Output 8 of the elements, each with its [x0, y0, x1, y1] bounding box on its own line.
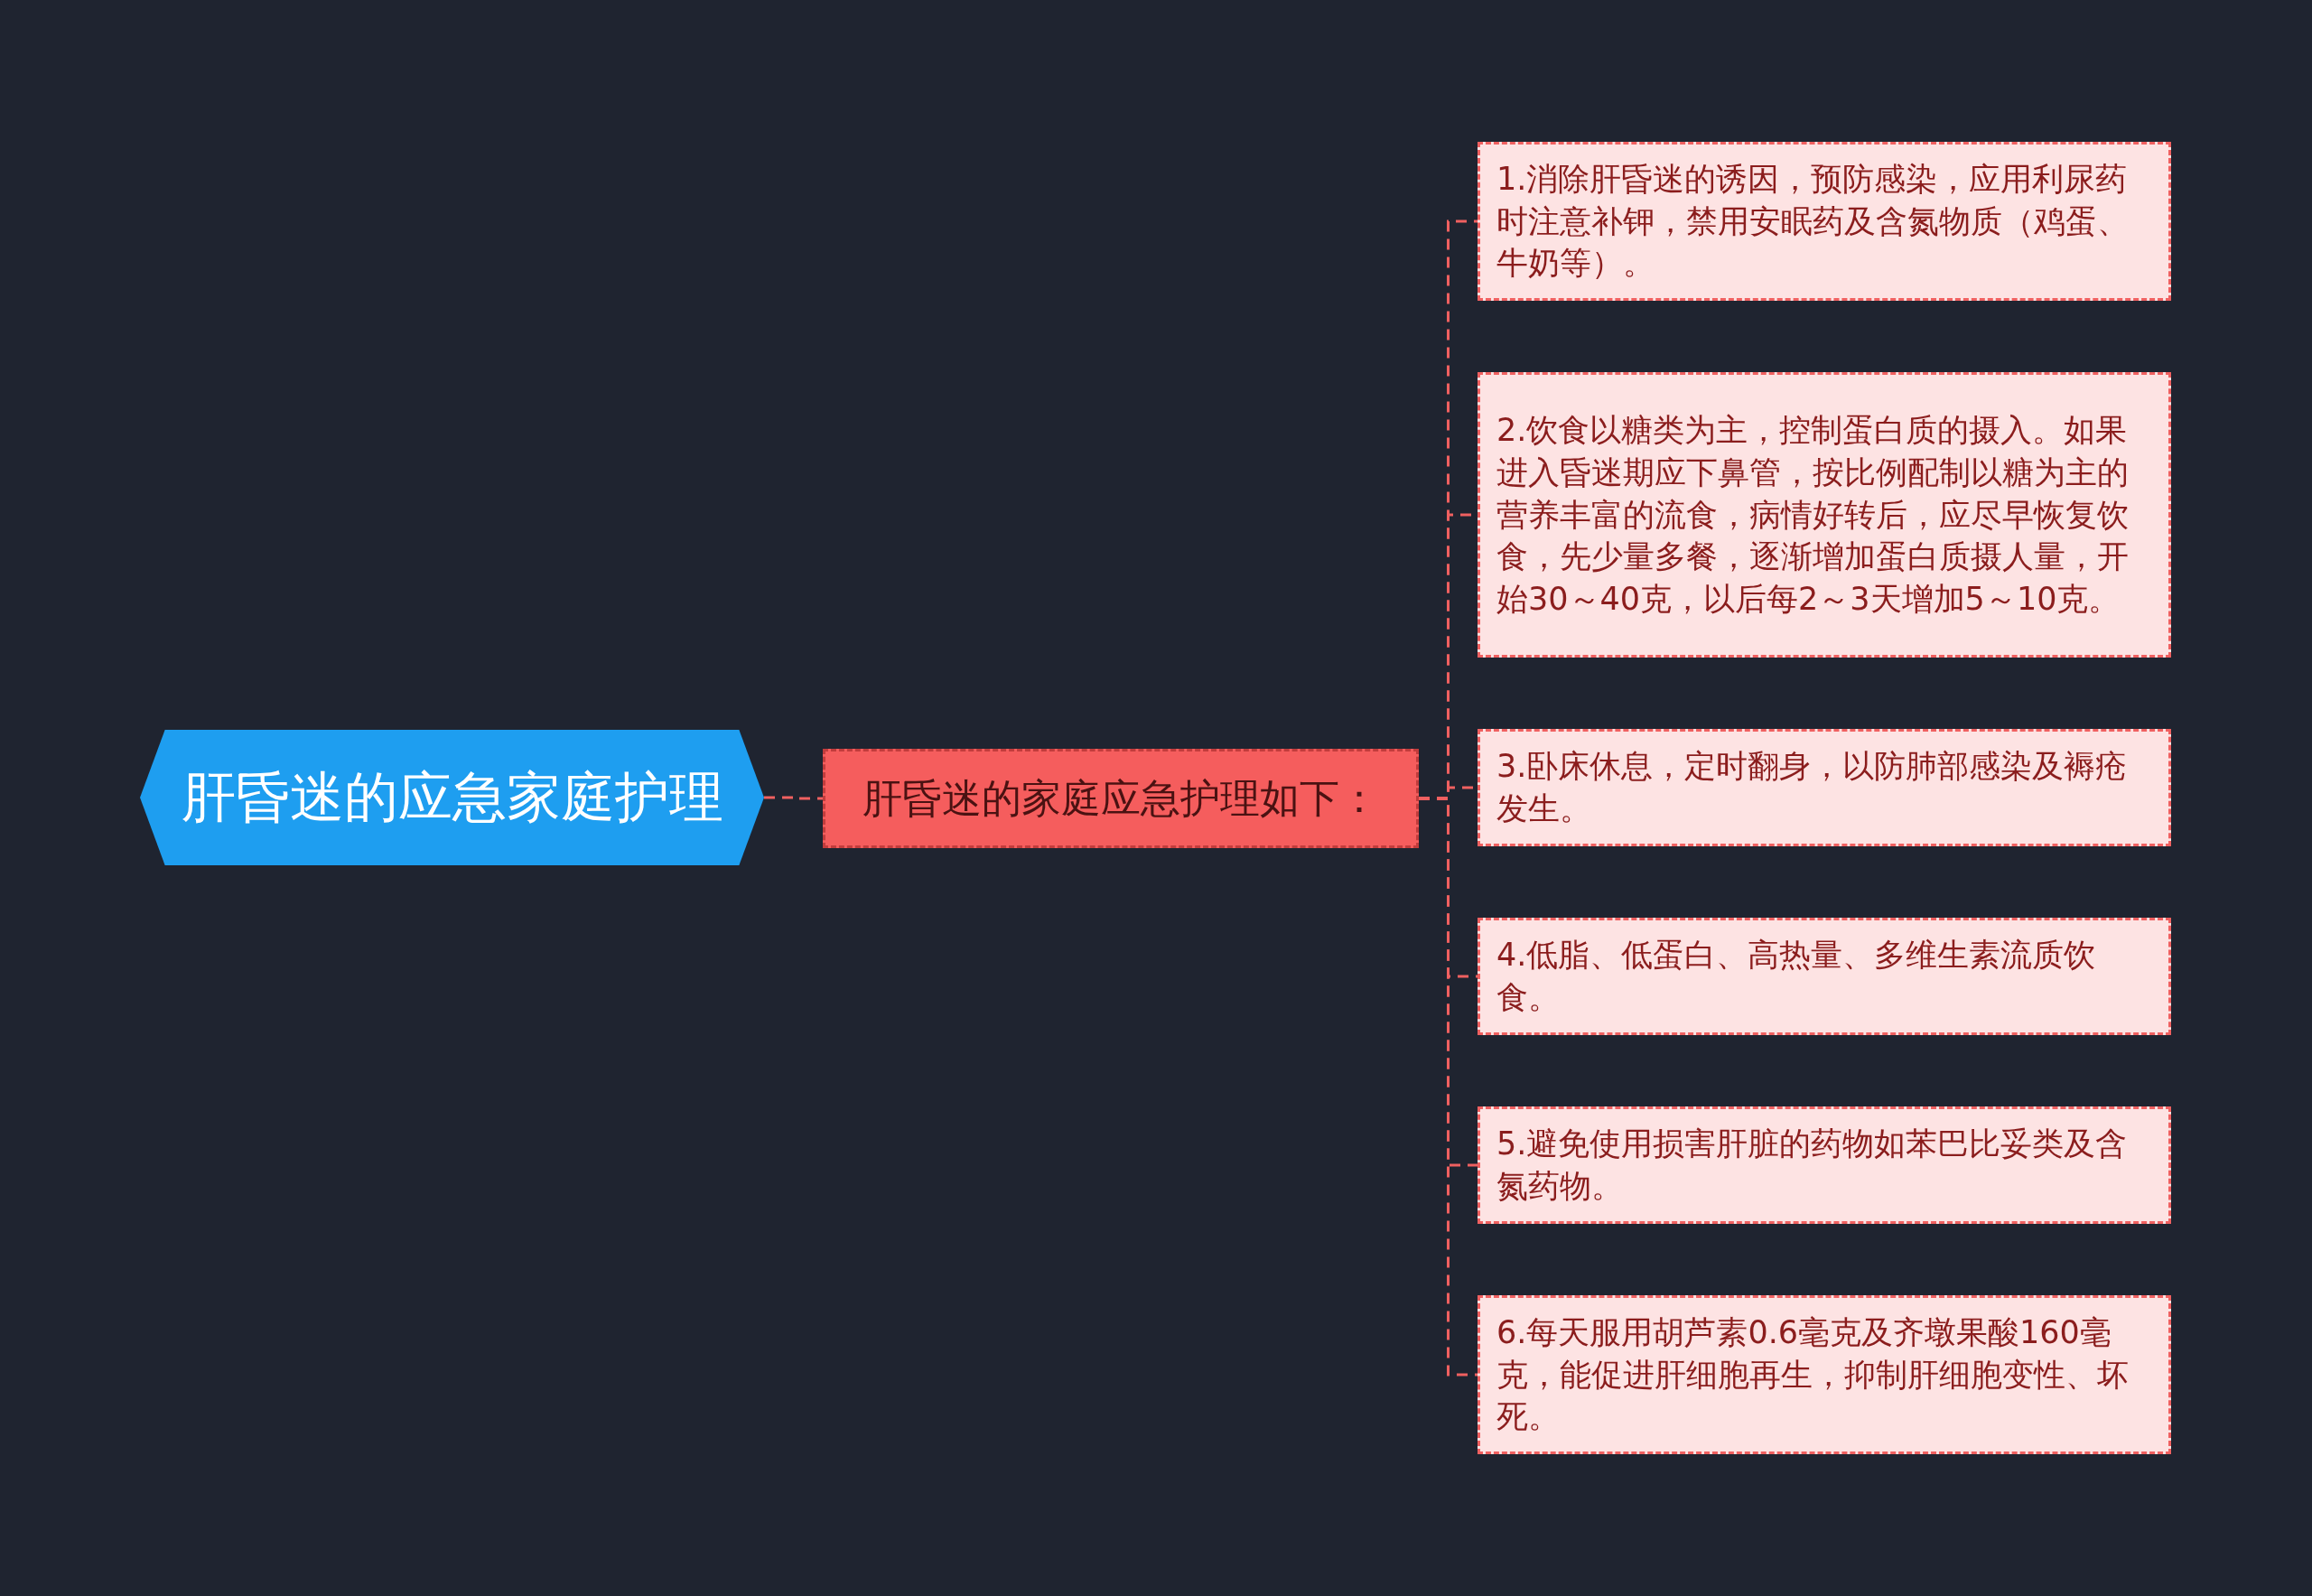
note-box: 2.饮食以糖类为主，控制蛋白质的摄入。如果进入昏迷期应下鼻管，按比例配制以糖为主的营养丰富的流食，病情好转后，应尽早恢复饮食，先少量多餐，逐渐增加蛋白质摄人量，开始30～40克，以后每2～3天增加5～10克。	[1478, 372, 2171, 658]
note-box: 3.卧床休息，定时翻身，以防肺部感染及褥疮发生。	[1478, 729, 2171, 846]
note-box: 4.低脂、低蛋白、高热量、多维生素流质饮食。	[1478, 918, 2171, 1035]
connector	[764, 796, 823, 800]
note-box: 5.避免使用损害肝脏的药物如苯巴比妥类及含氮药物。	[1478, 1106, 2171, 1224]
note-box: 6.每天服用胡芦素0.6毫克及齐墩果酸160毫克，能促进肝细胞再生，抑制肝细胞变性、坏死。	[1478, 1295, 2171, 1454]
note-box: 1.消除肝昏迷的诱因，预防感染，应用利尿药时注意补钾，禁用安眠药及含氮物质（鸡蛋、牛奶等）。	[1478, 142, 2171, 301]
subtopic-box: 肝昏迷的家庭应急护理如下：	[823, 749, 1419, 848]
